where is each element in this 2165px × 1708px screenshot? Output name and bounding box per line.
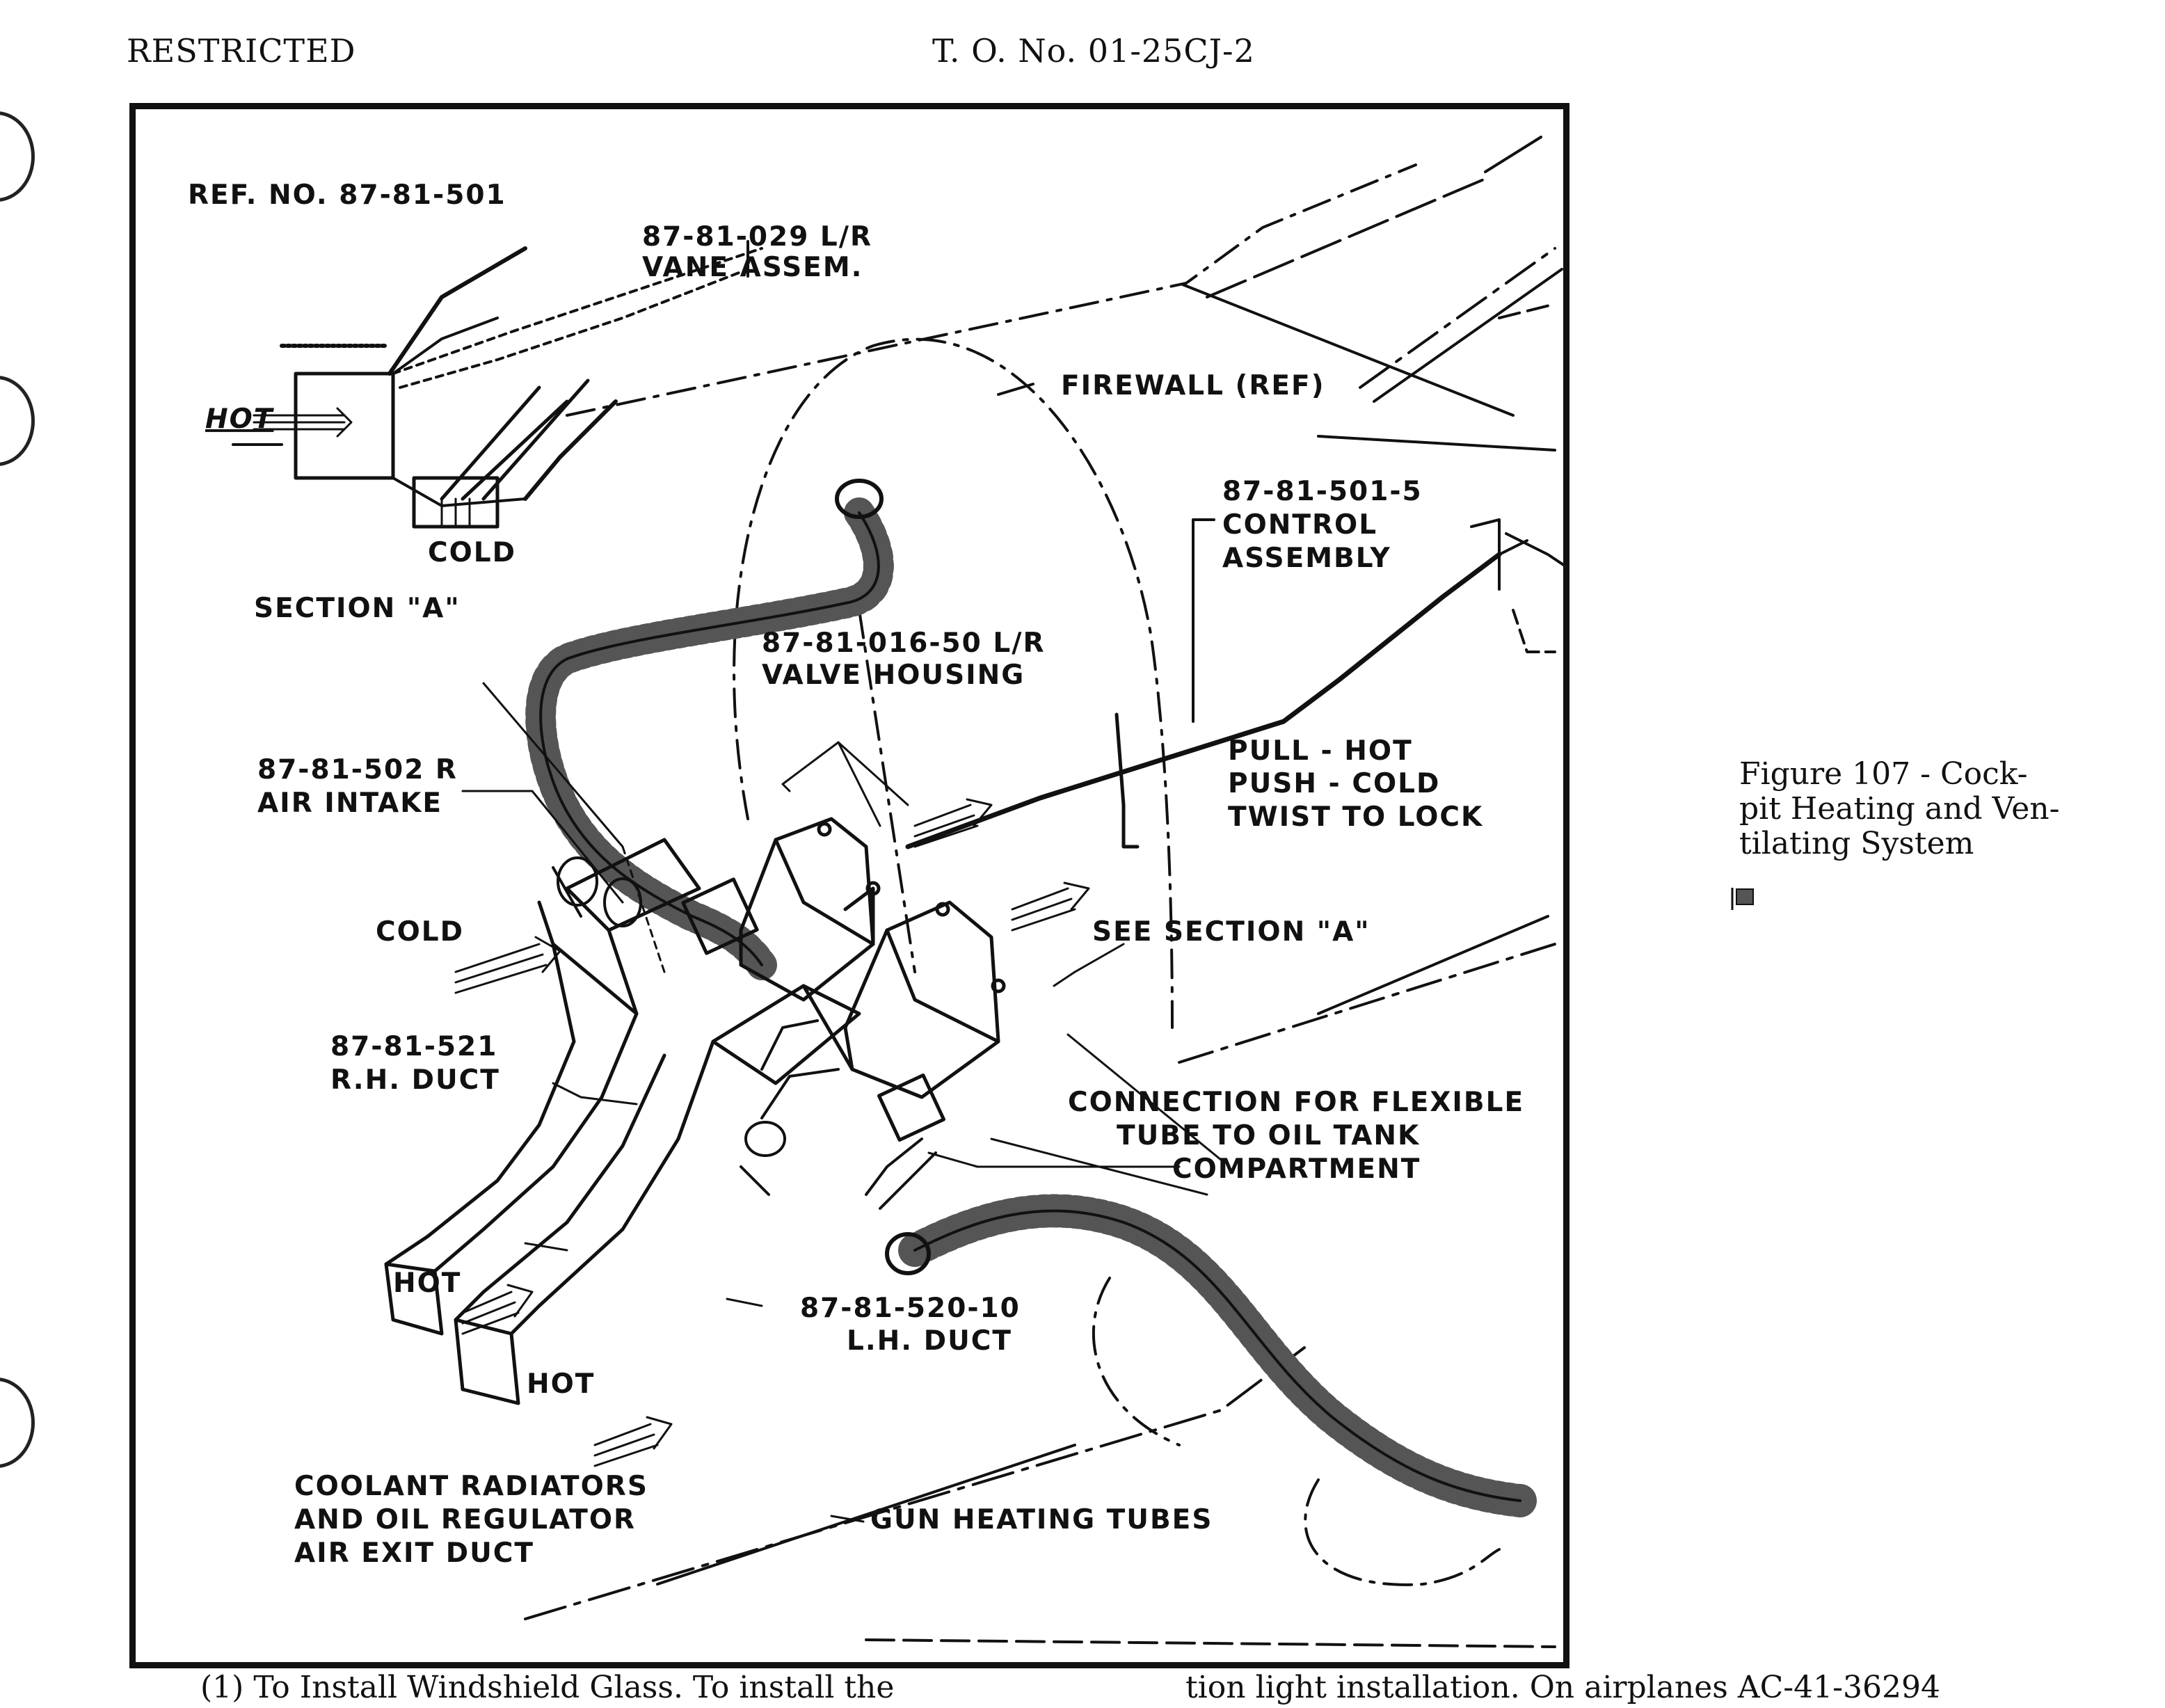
leader-line [830, 1515, 865, 1523]
connection-label: COMPARTMENT [1172, 1154, 1421, 1185]
section-a-inset [232, 240, 763, 529]
connection-label: TUBE TO OIL TANK [1117, 1120, 1420, 1151]
hot-inset-label: HOT [205, 404, 275, 435]
lh-duct-label: L.H. DUCT [847, 1325, 1012, 1357]
firewall-label: FIREWALL (REF) [1061, 370, 1325, 401]
hose-end [885, 1232, 931, 1275]
flexible-hose-lower [913, 1209, 1521, 1502]
classification-header: RESTRICTED [127, 32, 356, 70]
body-text-right: tion light installation. On airplanes AC… [1185, 1670, 1941, 1705]
valve-housing-label: VALVE HOUSING [762, 660, 1025, 691]
fuselage-line [1498, 303, 1556, 319]
caption-line: Figure 107 - Cock- [1739, 756, 2028, 792]
pull-push-label: PUSH - COLD [1228, 768, 1440, 799]
fuselage-line [1317, 915, 1549, 1015]
fuselage-line [566, 163, 1417, 417]
hot-label: HOT [393, 1268, 461, 1299]
see-section-label: SEE SECTION "A" [1092, 916, 1371, 948]
callout-labels: REF. NO. 87-81-501 87-81-029 L/R VANE AS… [188, 179, 1524, 1569]
figure-caption: Figure 107 - Cock- pit Heating and Ven- … [1739, 757, 2129, 861]
air-intake-label: 87-81-502 R [257, 754, 458, 785]
vane-assembly-label: 87-81-029 L/R [642, 221, 872, 253]
airflow-arrows [454, 798, 1090, 1467]
duct-fittings [552, 856, 937, 1210]
binder-hole [0, 111, 35, 202]
control-cable [905, 518, 1563, 849]
tech-order-number: T. O. No. 01-25CJ-2 [932, 32, 1255, 70]
gun-tube-line [656, 1444, 1076, 1586]
valve-housing-right [843, 900, 1006, 1142]
fuselage-line [1178, 943, 1556, 1064]
body-text-left: (1) To Install Windshield Glass. To inst… [200, 1670, 895, 1705]
fuselage-line [1373, 268, 1563, 403]
fuselage-line [1206, 177, 1487, 298]
figure-frame: REF. NO. 87-81-501 87-81-029 L/R VANE AS… [129, 103, 1569, 1668]
coolant-duct-label: AND OIL REGULATOR [294, 1504, 636, 1535]
firewall-arc [858, 609, 916, 973]
control-assembly-label: CONTROL [1222, 509, 1377, 541]
rh-duct [384, 838, 701, 1336]
cold-label: COLD [376, 916, 464, 948]
fuselage-line [1359, 247, 1556, 389]
ref-number-label: REF. NO. 87-81-501 [188, 179, 506, 211]
leader-line [997, 383, 1034, 396]
cold-inset-label: COLD [428, 537, 516, 568]
binder-hole [0, 1378, 35, 1468]
gun-tube-line [1092, 1277, 1181, 1446]
rh-duct-label: 87-81-521 [330, 1031, 497, 1062]
fuselage-line [1484, 136, 1542, 173]
pull-push-label: TWIST TO LOCK [1228, 801, 1483, 833]
gun-tube-line [1304, 1478, 1501, 1586]
vane-assembly-label: VANE ASSEM. [642, 252, 863, 283]
valve-housing-label: 87-81-016-50 L/R [762, 628, 1046, 659]
leader-lines [461, 682, 1222, 1307]
lh-duct [454, 984, 861, 1405]
valve-housing-left [681, 817, 881, 1002]
hot-label: HOT [527, 1368, 595, 1400]
control-assembly-label: 87-81-501-5 [1222, 476, 1423, 507]
revision-marker-icon [1731, 888, 1754, 910]
coolant-duct-label: AIR EXIT DUCT [294, 1538, 534, 1569]
section-a-label: SECTION "A" [254, 593, 461, 624]
control-assembly-label: ASSEMBLY [1222, 543, 1391, 574]
pull-push-label: PULL - HOT [1228, 735, 1413, 767]
leader-line [1192, 518, 1215, 723]
air-intake-label: AIR INTAKE [257, 788, 442, 819]
rh-duct-label: R.H. DUCT [330, 1064, 500, 1096]
flexible-hose-upper [539, 511, 880, 966]
fuselage-line [1181, 283, 1515, 417]
hose-end [835, 479, 884, 519]
caption-line: pit Heating and Ven- [1739, 791, 2060, 827]
gun-heating-tubes-label: GUN HEATING TUBES [870, 1504, 1213, 1535]
connection-label: CONNECTION FOR FLEXIBLE [1068, 1087, 1524, 1118]
lh-duct-label: 87-81-520-10 [800, 1293, 1021, 1324]
gun-tube-line [524, 1346, 1306, 1620]
coolant-duct-label: COOLANT RADIATORS [294, 1471, 648, 1502]
fuselage-line [865, 1638, 1556, 1648]
heating-system-illustration: REF. NO. 87-81-501 87-81-029 L/R VANE AS… [188, 136, 1563, 1648]
binder-hole [0, 376, 35, 466]
caption-line: tilating System [1739, 826, 1974, 861]
fuselage-line [1317, 435, 1556, 452]
